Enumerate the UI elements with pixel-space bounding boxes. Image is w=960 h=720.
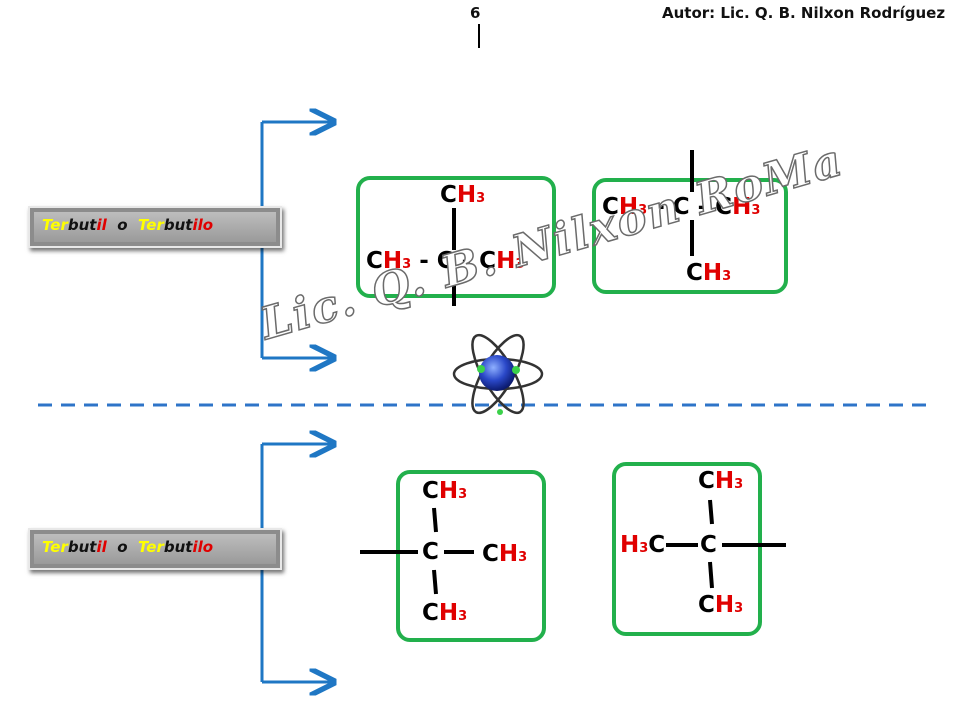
structure-box-3 [396,470,546,642]
bond-3-bottom [432,569,438,595]
label-text: Terbutil o Terbutilo [42,216,214,234]
s3-top-ch3: CH3 [422,478,468,504]
header-rule [478,24,480,48]
structure-box-4 [612,462,762,636]
page-number: 6 [470,4,481,22]
s4-left-h3c: H3C [620,532,666,558]
s3-right-ch3: CH3 [482,541,528,567]
s2-bottom-ch3: CH3 [686,260,732,286]
s1-top-ch3: CH3 [440,182,486,208]
label-terbutil-bottom: Terbutil o Terbutilo [28,528,282,570]
bond-4-top [708,499,714,525]
s4-center-c: C [700,532,717,558]
s2-main-chain: CH3-C-CH3 [602,194,761,220]
bond-3-top [432,507,438,533]
s4-bottom-ch3: CH3 [698,592,744,618]
label-terbutil-top: Terbutil o Terbutilo [28,206,282,248]
s4-top-ch3: CH3 [698,468,744,494]
s1-main-chain: CH3-C-CH3 [366,248,525,274]
bond-4-bottom [708,561,714,589]
s3-bottom-ch3: CH3 [422,600,468,626]
atom-icon [452,333,544,415]
author-credit: Autor: Lic. Q. B. Nilxon Rodríguez [662,4,946,22]
label-text: Terbutil o Terbutilo [42,538,214,556]
s3-center-c: C [422,539,439,565]
